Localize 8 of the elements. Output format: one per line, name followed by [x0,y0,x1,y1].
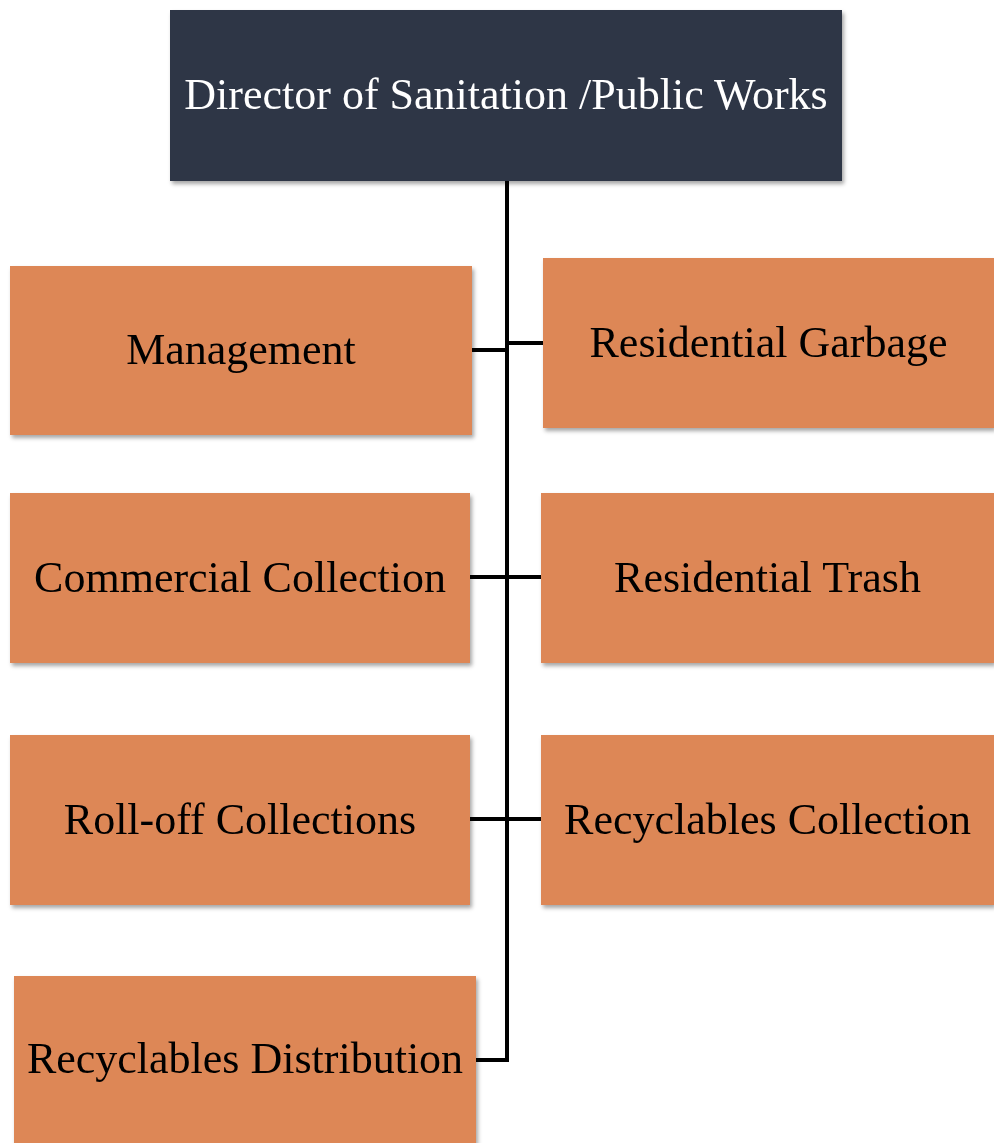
department-box: Roll-off Collections [10,735,470,905]
department-box: Residential Garbage [543,258,994,428]
department-box: Recyclables Distribution [14,976,476,1143]
department-box: Management [10,266,472,435]
department-box: Commercial Collection [10,493,470,663]
director-box: Director of Sanitation /Public Works [170,10,842,181]
department-box: Residential Trash [541,493,994,663]
department-box: Recyclables Collection [541,735,994,905]
